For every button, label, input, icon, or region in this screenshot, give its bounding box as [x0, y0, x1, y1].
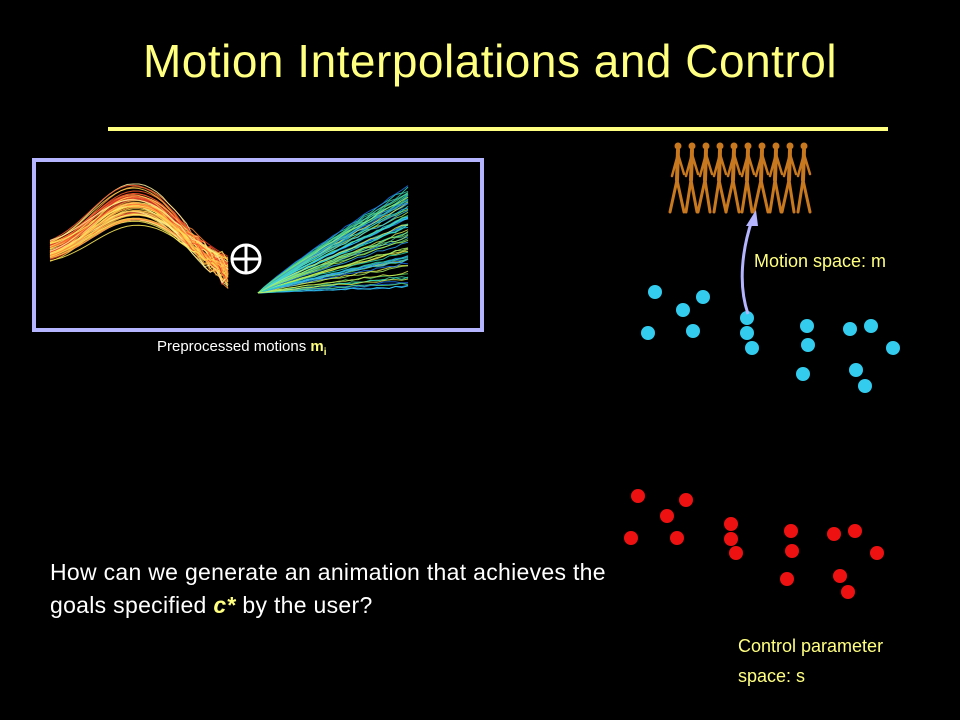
curve [49, 224, 229, 267]
motion-point [696, 290, 710, 304]
motion-space-points [641, 285, 900, 393]
curve [49, 208, 229, 285]
preprocessed-motions-caption: Preprocessed motions mi [157, 338, 327, 358]
curve [257, 230, 409, 294]
curve [257, 270, 409, 294]
curve [257, 210, 409, 294]
control-space-points [624, 489, 884, 599]
goal-symbol: c* [213, 592, 236, 618]
motion-point [686, 324, 700, 338]
question-part2: by the user? [235, 592, 373, 618]
curve [257, 185, 409, 294]
curve [257, 255, 409, 294]
walking-figure-icon [684, 142, 700, 214]
motion-point [800, 319, 814, 333]
motion-point [864, 319, 878, 333]
motion-point [676, 303, 690, 317]
question-text: How can we generate an animation that ac… [50, 556, 630, 622]
motion-point [843, 322, 857, 336]
curve [257, 251, 409, 294]
control-point [724, 532, 738, 546]
curve [49, 199, 229, 270]
motion-point [740, 326, 754, 340]
control-point [670, 531, 684, 545]
slide-title: Motion Interpolations and Control [142, 35, 838, 87]
control-point [848, 524, 862, 538]
control-point [729, 546, 743, 560]
control-space-label: Control parameter space: s [738, 636, 884, 686]
motion-point [648, 285, 662, 299]
caption-text: Preprocessed motions [157, 338, 311, 355]
curve [49, 190, 229, 260]
control-point [785, 544, 799, 558]
mapping-arrow [740, 210, 758, 315]
control-point [827, 527, 841, 541]
motion-point [641, 326, 655, 340]
motion-point [849, 363, 863, 377]
control-point [624, 531, 638, 545]
control-point [660, 509, 674, 523]
motion-point [796, 367, 810, 381]
curve [257, 200, 409, 294]
curve [49, 206, 229, 274]
walking-figure-icon [796, 142, 812, 214]
motion-point [740, 311, 754, 325]
walking-figure-icon [740, 142, 756, 214]
curve [257, 278, 409, 294]
motion-point [745, 341, 759, 355]
curve [49, 193, 229, 270]
motion-space-label: Motion space: m [754, 251, 887, 271]
title-underline [108, 127, 888, 131]
motion-point [801, 338, 815, 352]
control-point [784, 524, 798, 538]
curve [257, 285, 409, 294]
motion-point [886, 341, 900, 355]
curve [257, 224, 409, 294]
curve [257, 218, 409, 294]
question-part1: How can we generate an animation that ac… [50, 559, 606, 618]
curve [257, 258, 409, 294]
walking-figure-icon [668, 142, 686, 214]
curve [257, 192, 409, 294]
curve [49, 202, 229, 275]
curve [257, 247, 409, 294]
control-point [679, 493, 693, 507]
curve [257, 205, 409, 294]
walking-figure-icon [768, 142, 784, 214]
curve [257, 241, 409, 294]
circle-plus-icon [230, 243, 262, 275]
walking-figure-icon [696, 142, 714, 214]
control-point [833, 569, 847, 583]
walking-figure-icon [780, 142, 798, 214]
walking-figure-icon [724, 142, 742, 214]
caption-var-sub: i [323, 347, 327, 358]
control-point [724, 517, 738, 531]
joint-angle-curves-plot [48, 182, 229, 300]
walking-figure-icon [752, 142, 770, 214]
root-trajectory-curves-plot [257, 185, 409, 294]
walking-figure-icon [712, 142, 728, 214]
curve [49, 219, 229, 271]
control-point [631, 489, 645, 503]
motion-point [858, 379, 872, 393]
caption-variable: mi [310, 338, 327, 358]
curve [49, 210, 229, 278]
control-point [870, 546, 884, 560]
caption-var-m: m [310, 338, 324, 355]
curve [257, 234, 409, 294]
curve [257, 224, 408, 294]
control-point [780, 572, 794, 586]
walking-figures-strip [668, 142, 812, 214]
control-point [841, 585, 855, 599]
